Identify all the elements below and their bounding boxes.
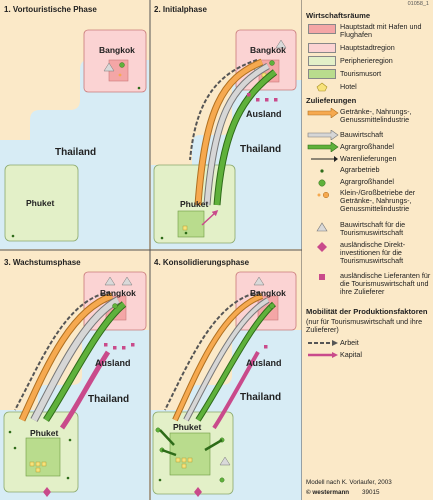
panel-2 xyxy=(151,0,302,249)
tourism-site xyxy=(177,210,205,238)
tourism-site-swatch xyxy=(308,69,336,79)
publisher: © westermann xyxy=(306,489,350,496)
foreign-supplier-icon xyxy=(319,274,325,280)
construction-symbol xyxy=(103,62,115,72)
panel-3-ausland: Ausland xyxy=(95,358,131,368)
panel-4 xyxy=(151,251,302,500)
food-industry-label: Klein-/Großbetriebe der Getränke-, Nahru… xyxy=(340,188,416,213)
panel-3 xyxy=(0,251,149,500)
foreign-supplier-label: ausländische Lieferanten für die Tourism… xyxy=(340,271,431,296)
capital-region-swatch xyxy=(308,43,336,53)
panel-1-phuket: Phuket xyxy=(26,198,55,208)
food-supply-arrow-icon xyxy=(307,108,339,118)
panel-4-ausland: Ausland xyxy=(246,358,282,368)
capital-label: Hauptstadt mit Hafen und Flughafen xyxy=(340,22,422,39)
panel-2-bangkok: Bangkok xyxy=(250,45,286,55)
foreign-investment-icon xyxy=(317,242,327,252)
panel-2-thailand: Thailand xyxy=(240,144,281,155)
construction-supply-arrow-icon xyxy=(307,130,339,140)
tourism-site-label: Tourismusort xyxy=(340,69,382,78)
construction-label: Bauwirtschaft für die Tourismuswirtschaf… xyxy=(340,220,406,237)
agri-wholesale-icon xyxy=(318,179,326,187)
panel-1 xyxy=(0,0,149,249)
panel-3-bangkok: Bangkok xyxy=(100,288,136,298)
farm-icon xyxy=(320,169,324,173)
labor-label: Arbeit xyxy=(340,338,359,347)
panel-4-thailand: Thailand xyxy=(240,392,281,403)
agri-wholesale-symbol-label: Agrargroßhandel xyxy=(340,177,394,186)
panel-2-phuket: Phuket xyxy=(180,199,209,209)
panel-3-phuket: Phuket xyxy=(30,428,59,438)
legend-economic-areas-title: Wirtschaftsräume xyxy=(306,11,371,20)
panel-4-phuket: Phuket xyxy=(173,422,202,432)
labor-arrow-icon xyxy=(308,340,338,346)
agri-wholesale-label: Agrargroßhandel xyxy=(340,142,394,151)
periphery-label: Peripherieregion xyxy=(340,56,393,65)
panel-2-ausland: Ausland xyxy=(246,109,282,119)
hotel-icon xyxy=(316,82,328,92)
legend-mobility-subtitle: (nur für Tourismuswirtschaft und ihre Zu… xyxy=(306,317,423,334)
map-code: 01058_1 xyxy=(407,1,429,7)
farm-label: Agrarbetrieb xyxy=(340,165,380,174)
hotel-label: Hotel xyxy=(340,82,357,91)
goods-delivery-arrow-icon xyxy=(311,156,338,162)
publisher-code: 39015 xyxy=(362,489,380,496)
panel-3-thailand: Thailand xyxy=(88,394,129,405)
panel-1-title: 1. Vortouristische Phase xyxy=(4,5,97,14)
food-supply-label: Getränke-, Nahrungs-, Genussmittelindust… xyxy=(340,107,412,124)
construction-icon xyxy=(316,222,328,232)
capital-arrow-icon xyxy=(308,352,338,358)
agri-wholesale-arrow-icon xyxy=(307,142,339,152)
food-industry-icon xyxy=(317,191,330,199)
capital-flow-label: Kapital xyxy=(340,350,362,359)
phase-map: 1. Vortouristische Phase Bangkok Thailan… xyxy=(0,0,302,500)
panel-1-thailand: Thailand xyxy=(55,147,96,158)
peripheral-region xyxy=(4,164,79,242)
panel-1-bangkok: Bangkok xyxy=(99,45,135,55)
panel-2-title: 2. Initialphase xyxy=(154,5,207,14)
panel-3-title: 3. Wachstumsphase xyxy=(4,258,81,267)
construction-supply-label: Bauwirtschaft xyxy=(340,130,384,139)
model-credit: Modell nach K. Vorlaufer, 2003 xyxy=(306,479,392,486)
goods-delivery-label: Warenlieferungen xyxy=(340,154,397,163)
foreign-investment-label: ausländische Direkt-investitionen für di… xyxy=(340,240,406,265)
periphery-swatch xyxy=(308,56,336,66)
panel-4-bangkok: Bangkok xyxy=(250,288,286,298)
legend-supply-title: Zulieferungen xyxy=(306,96,357,105)
capital-swatch xyxy=(308,24,336,34)
legend-mobility-title: Mobilität der Produktionsfaktoren xyxy=(306,307,428,316)
panel-4-title: 4. Konsolidierungsphase xyxy=(154,258,250,267)
legend: 01058_1 Wirtschaftsräume Hauptstadt mit … xyxy=(304,0,433,500)
peripheral-region xyxy=(153,164,236,244)
capital-region-label: Hauptstadtregion xyxy=(340,43,395,52)
